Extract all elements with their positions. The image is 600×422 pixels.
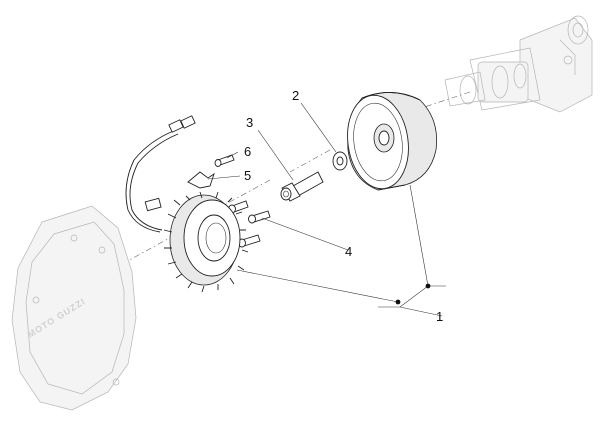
crankshaft-ghost: [444, 15, 593, 113]
assembly-axis: [19, 91, 471, 321]
small-screw: [214, 154, 235, 167]
leader-lines: [207, 102, 446, 317]
wiring-harness: [125, 115, 196, 233]
callout-1: 1: [436, 309, 443, 324]
callout-4: 4: [345, 244, 352, 259]
cable-clip: [187, 171, 215, 189]
callout-3: 3: [246, 115, 253, 130]
washer: [332, 151, 348, 171]
callout-6: 6: [244, 144, 251, 159]
callout-5: 5: [244, 168, 251, 183]
engine-cover-ghost: MOTO GUZZI: [11, 205, 137, 411]
callout-2: 2: [292, 88, 299, 103]
stator: [163, 191, 249, 293]
rotor-flywheel: [347, 92, 438, 191]
flywheel-bolt: [280, 171, 324, 202]
